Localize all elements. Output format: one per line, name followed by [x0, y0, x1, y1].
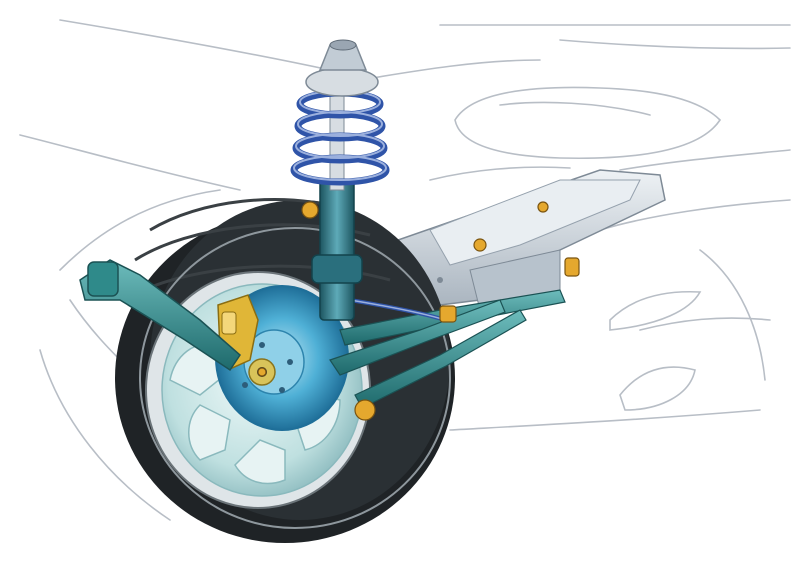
bolts	[257, 201, 580, 421]
car-body-sketch	[19, 19, 791, 521]
coil-spring-icon	[290, 39, 390, 186]
strut	[311, 59, 363, 321]
